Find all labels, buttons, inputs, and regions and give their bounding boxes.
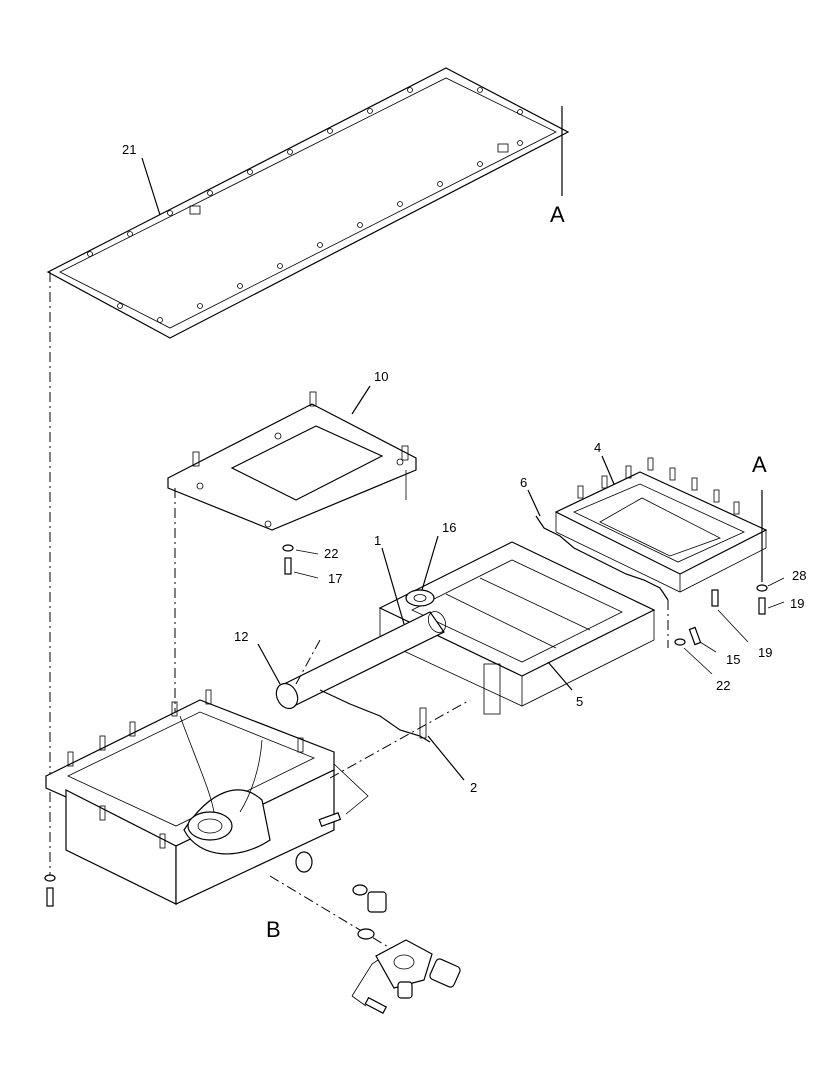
o-ring-upper (352, 884, 368, 896)
side-bolt-leader (333, 763, 369, 815)
bolt-left (46, 887, 54, 907)
bolt-19-lower (711, 589, 719, 607)
frame-5 (378, 541, 656, 715)
gasket-2 (319, 689, 431, 743)
callout-22-upper: 22 (324, 546, 338, 561)
side-bolt (318, 812, 342, 828)
leader-12 (257, 643, 281, 685)
leader-4 (601, 455, 615, 485)
front-oil-pan (45, 689, 335, 905)
callout-4: 4 (594, 440, 601, 455)
drain-fitting (375, 939, 461, 999)
leader-28 (767, 577, 785, 587)
leader-19a (767, 601, 785, 609)
washer-left (44, 874, 56, 882)
leader-16 (421, 535, 439, 591)
callout-10: 10 (374, 369, 388, 384)
callout-a-top: A (550, 202, 565, 227)
callout-b: B (266, 917, 281, 942)
washer-22-upper (282, 544, 294, 552)
callout-5: 5 (576, 694, 583, 709)
callout-1: 1 (374, 533, 381, 548)
suction-tube-1 (275, 611, 447, 710)
callout-6: 6 (520, 475, 527, 490)
centerline-pan (329, 699, 471, 779)
leader-22a (295, 549, 319, 555)
bolt-19-right (758, 597, 766, 615)
callout-19-lower: 19 (758, 645, 772, 660)
drain-plug (367, 891, 387, 913)
fitting-bolt-leader-2 (351, 995, 367, 1007)
callout-15: 15 (726, 652, 740, 667)
leader-10 (351, 385, 371, 415)
callout-17: 17 (328, 571, 342, 586)
leader-19b (717, 609, 749, 643)
leader-21 (141, 157, 161, 216)
o-ring-lower (357, 928, 375, 940)
fitting-16 (405, 589, 435, 607)
washer-22-lower (674, 638, 686, 646)
leader-22b (683, 647, 713, 675)
fitting-bolt-leader (351, 959, 379, 997)
callout-12: 12 (234, 629, 248, 644)
callout-21: 21 (122, 142, 136, 157)
leader-15 (699, 641, 717, 653)
washer-28 (756, 584, 768, 592)
callout-19-right: 19 (790, 596, 804, 611)
callout-2: 2 (470, 780, 477, 795)
gasket-21 (46, 67, 570, 339)
leader-6 (527, 489, 541, 517)
callout-28: 28 (792, 568, 806, 583)
bolt-17-upper (284, 557, 292, 575)
leader-5 (547, 661, 573, 691)
sump-pan-4 (554, 457, 768, 593)
leader-1 (381, 547, 405, 625)
plug-o-ring (295, 851, 313, 873)
callout-22-lower: 22 (716, 678, 730, 693)
callout-a-right: A (752, 452, 767, 477)
leader-2 (427, 735, 465, 781)
callout-16: 16 (442, 520, 456, 535)
seal-6 (535, 515, 669, 648)
bolt-15 (688, 626, 702, 646)
fitting-bolt (364, 996, 388, 1015)
centerline-tube (295, 639, 321, 685)
cover-plate-10 (167, 391, 417, 531)
leader-17 (293, 571, 319, 579)
